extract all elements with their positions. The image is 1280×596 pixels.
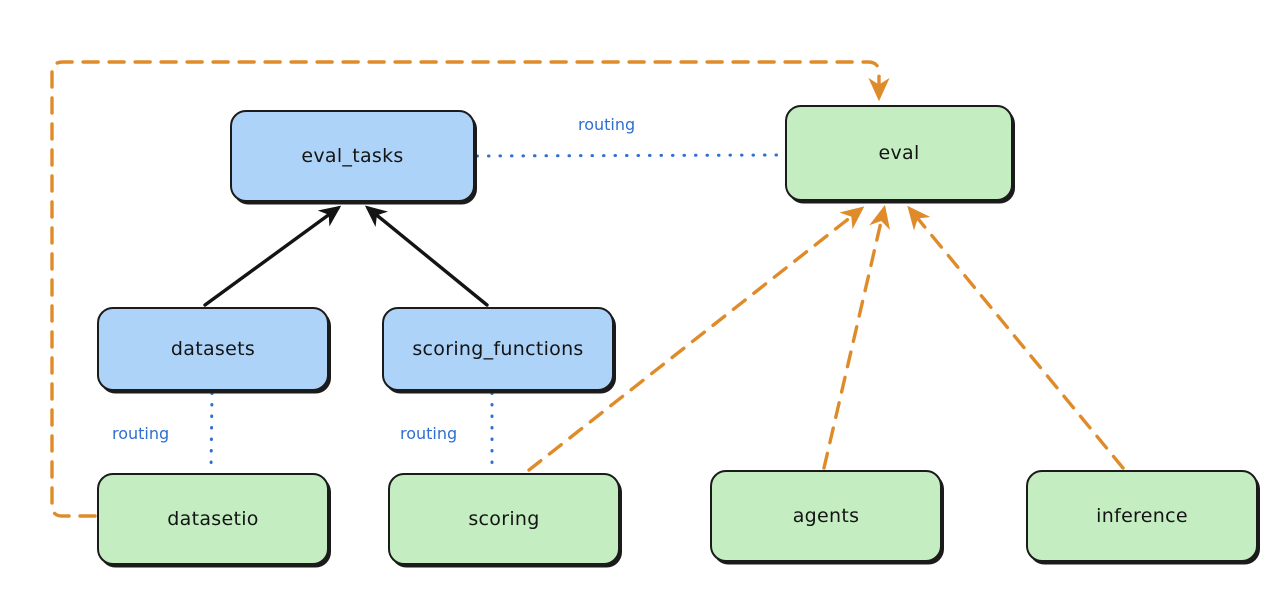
node-datasetio[interactable]: datasetio: [97, 473, 329, 565]
node-label: datasets: [170, 338, 256, 360]
node-label: inference: [1096, 505, 1188, 527]
node-label: scoring_functions: [412, 338, 584, 360]
edge-datasetio-to-eval: [50, 60, 890, 518]
edge-label-eval-tasks-eval: routing: [578, 115, 636, 134]
edge-inference-to-eval: [907, 205, 1125, 470]
node-scoring-functions[interactable]: scoring_functions: [382, 307, 614, 391]
edge-scoring-functions-to-eval-tasks: [364, 205, 489, 307]
node-datasets[interactable]: datasets: [97, 307, 329, 391]
node-eval[interactable]: eval: [785, 105, 1013, 201]
edge-label-scoring-functions-scoring: routing: [400, 424, 458, 443]
node-scoring[interactable]: scoring: [388, 473, 620, 565]
edge-agents-to-eval: [822, 204, 891, 470]
edge-scoring-to-eval: [527, 206, 865, 472]
node-label: eval: [878, 142, 920, 164]
edge-datasets-to-eval-tasks: [203, 205, 342, 307]
node-label: agents: [792, 505, 860, 527]
node-label: eval_tasks: [301, 145, 404, 167]
node-agents[interactable]: agents: [710, 470, 942, 562]
node-eval-tasks[interactable]: eval_tasks: [230, 110, 475, 202]
node-label: datasetio: [167, 508, 259, 530]
node-inference[interactable]: inference: [1026, 470, 1258, 562]
edge-eval-tasks-to-eval: [475, 153, 785, 158]
edge-datasets-to-datasetio: [209, 391, 214, 473]
node-label: scoring: [468, 508, 540, 530]
edge-label-datasets-datasetio: routing: [112, 424, 170, 443]
